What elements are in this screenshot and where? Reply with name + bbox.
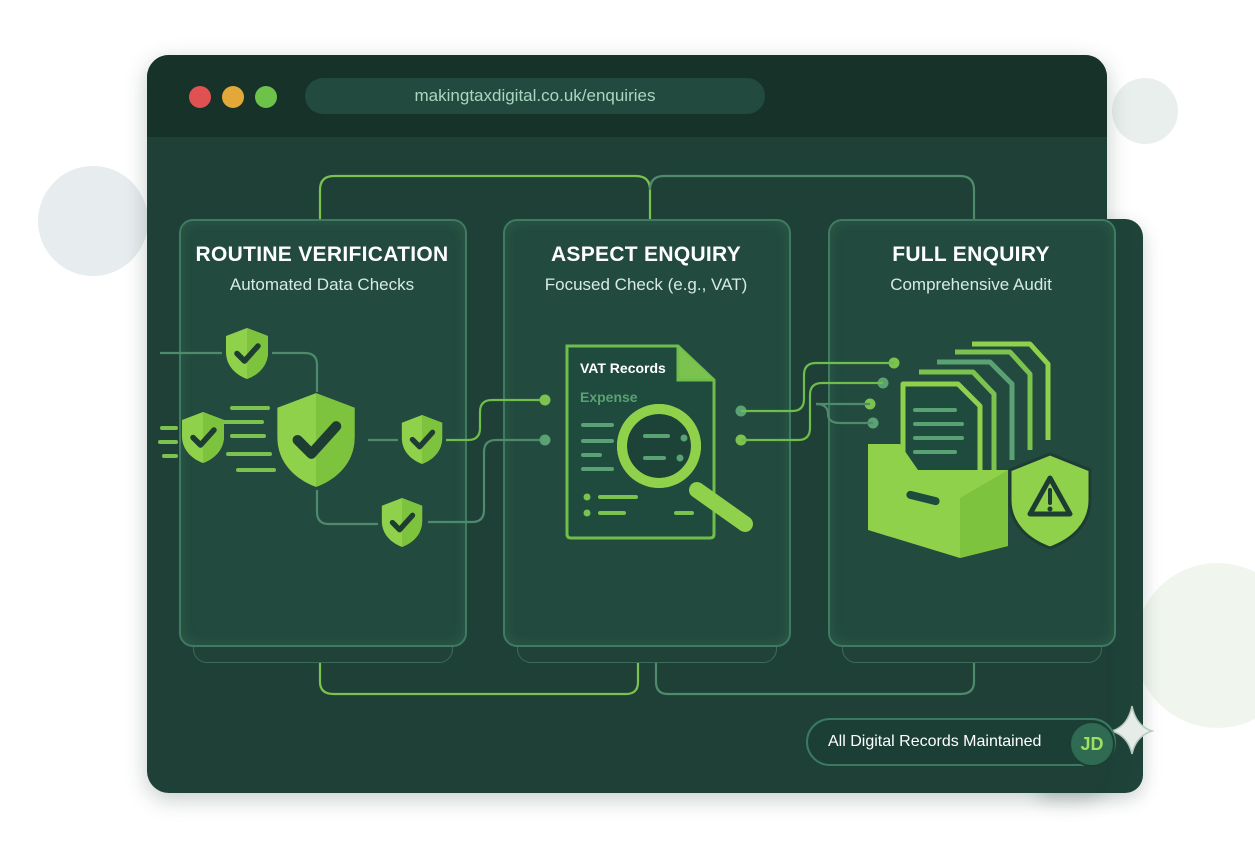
title-bar: makingtaxdigital.co.uk/enquiries (147, 55, 1107, 137)
sparkle-icon (1109, 705, 1155, 755)
file-drawer-icon (868, 341, 1051, 558)
card-subtitle: Comprehensive Audit (890, 275, 1052, 294)
decor-circle (38, 166, 148, 276)
card-title: ASPECT ENQUIRY (550, 243, 742, 266)
card-title: FULL ENQUIRY (892, 243, 1050, 266)
connector-dots (539, 357, 900, 446)
card-subtitle: Automated Data Checks (229, 275, 415, 294)
address-bar[interactable]: makingtaxdigital.co.uk/enquiries (305, 78, 765, 114)
document-heading: VAT Records (580, 360, 666, 376)
close-window-button[interactable] (189, 86, 211, 108)
warning-shield-icon (1008, 452, 1092, 550)
aspect-to-full-connectors (741, 361, 894, 442)
document-subheading: Expense (580, 389, 638, 405)
maximize-window-button[interactable] (255, 86, 277, 108)
status-pill: All Digital Records Maintained (806, 718, 1116, 766)
card-title: ROUTINE VERIFICATION (195, 243, 449, 266)
card-subtitle: Focused Check (e.g., VAT) (544, 275, 748, 294)
user-avatar[interactable]: JD (1069, 721, 1115, 767)
minimize-window-button[interactable] (222, 86, 244, 108)
status-label: All Digital Records Maintained (828, 733, 1042, 750)
decor-circle (1112, 78, 1178, 144)
verification-network (160, 351, 545, 526)
speed-lines (158, 406, 276, 472)
